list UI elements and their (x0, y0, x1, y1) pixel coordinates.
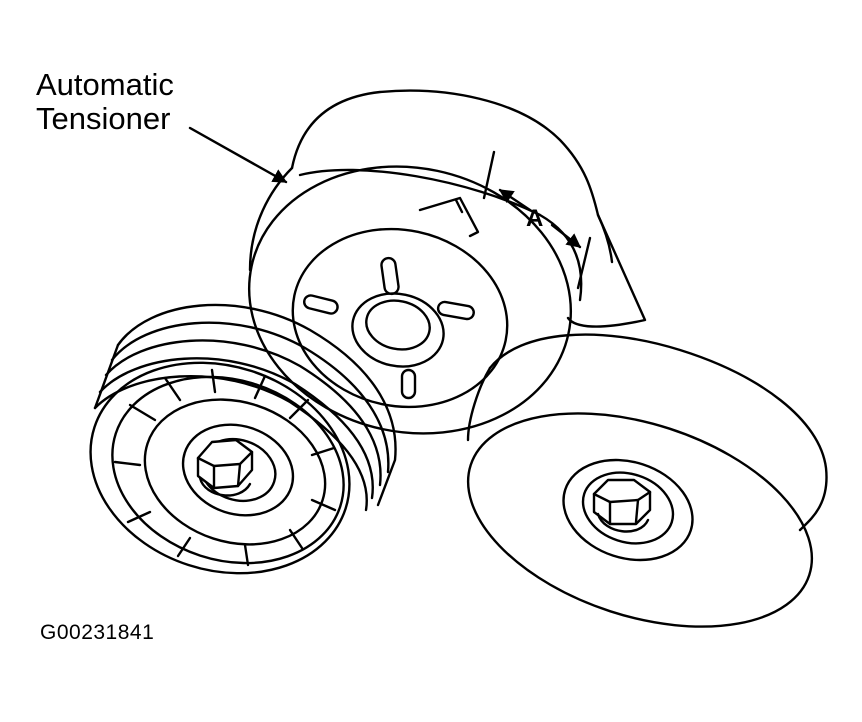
callout-label: Automatic Tensioner (36, 68, 174, 136)
dimension-a-indicator (482, 150, 592, 290)
figure-id: G00231841 (40, 621, 155, 644)
callout-leader-arrow (188, 126, 288, 184)
idler-pulley (466, 333, 828, 628)
ribbed-pulley (89, 303, 397, 575)
tensioner-body (247, 89, 647, 435)
callout-line-1: Automatic (36, 67, 174, 102)
dimension-a-label: A (526, 205, 543, 232)
callout-line-2: Tensioner (36, 101, 171, 136)
